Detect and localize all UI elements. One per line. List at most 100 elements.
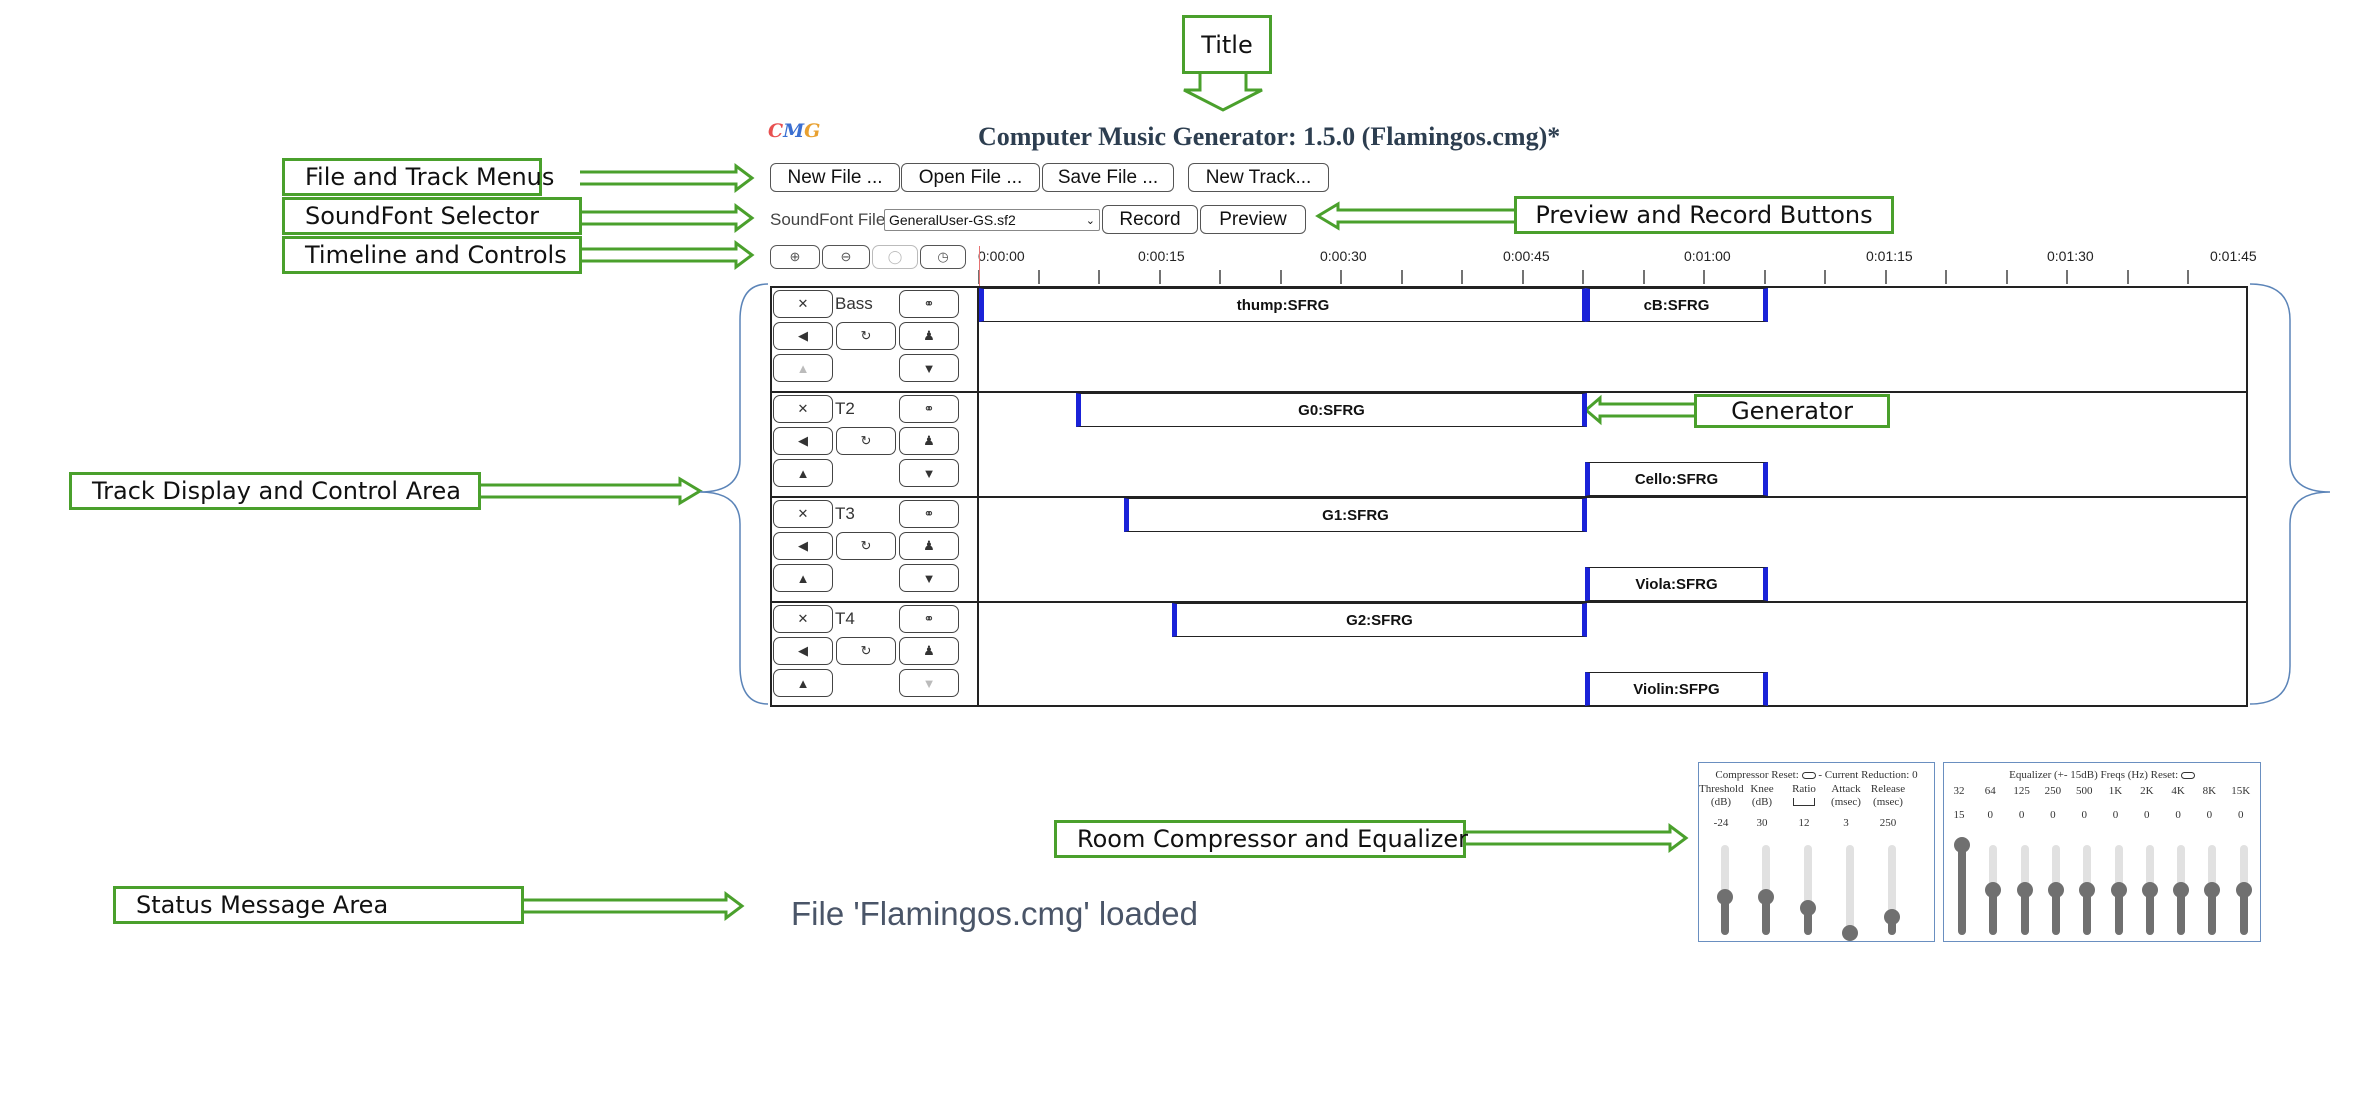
compressor-slider[interactable]	[1884, 845, 1900, 935]
equalizer-slider[interactable]	[1954, 837, 1970, 935]
soundfont-select[interactable]: GeneralUser-GS.sf2 ⌄	[884, 209, 1100, 231]
move-up-button[interactable]: ▲	[773, 459, 833, 487]
equalizer-slider[interactable]	[2204, 845, 2221, 935]
track-name[interactable]: T4	[835, 609, 855, 628]
track-name[interactable]: T2	[835, 399, 855, 418]
save-file-button[interactable]: Save File ...	[1042, 163, 1174, 192]
generator-block[interactable]: G1:SFRG	[1124, 498, 1587, 532]
tick-label: 0:00:00	[978, 248, 1025, 264]
solo-track-button[interactable]: ♟	[899, 532, 959, 560]
compressor-reset-button[interactable]	[1801, 771, 1816, 779]
clock-icon: ◷	[937, 249, 949, 264]
track-name[interactable]: T3	[835, 504, 855, 523]
link-track-button[interactable]: ⚭	[899, 500, 959, 528]
generator-block[interactable]: G0:SFRG	[1076, 393, 1587, 427]
compressor-param-label: Ratio	[1782, 783, 1826, 810]
generator-block[interactable]: Cello:SFRG	[1585, 462, 1768, 496]
compressor-slider[interactable]	[1842, 845, 1858, 941]
equalizer-band-value: 0	[2206, 809, 2213, 821]
loop-track-button[interactable]: ↻	[836, 322, 896, 350]
equalizer-slider[interactable]	[2173, 845, 2190, 935]
equalizer-slider[interactable]	[2047, 845, 2064, 935]
slider-knob[interactable]	[2235, 882, 2252, 898]
move-down-button[interactable]: ▼	[899, 459, 959, 487]
move-down-button[interactable]: ▼	[899, 669, 959, 697]
play-track-button[interactable]: ◀	[773, 532, 833, 560]
generator-block[interactable]: cB:SFRG	[1585, 288, 1768, 322]
zoom-out-button[interactable]: ⊖	[822, 245, 870, 269]
slider-knob[interactable]	[2016, 882, 2033, 898]
status-message: File 'Flamingos.cmg' loaded	[791, 895, 1198, 932]
close-icon: ✕	[797, 401, 809, 416]
callout-file-track-menus: File and Track Menus	[282, 158, 554, 196]
slider-fill	[1804, 908, 1812, 935]
new-file-button[interactable]: New File ...	[770, 163, 900, 192]
equalizer-freq-label: 8K	[2202, 785, 2217, 797]
equalizer-band-value: 0	[2175, 809, 2181, 821]
slider-knob[interactable]	[2173, 882, 2190, 898]
equalizer-slider[interactable]	[2016, 845, 2033, 935]
slider-knob[interactable]	[2079, 882, 2096, 898]
slider-knob[interactable]	[2204, 882, 2221, 898]
link-track-button[interactable]: ⚭	[899, 605, 959, 633]
record-button[interactable]: Record	[1102, 205, 1198, 234]
preview-button[interactable]: Preview	[1200, 205, 1306, 234]
compressor-slider[interactable]	[1800, 845, 1816, 935]
link-track-button[interactable]: ⚭	[899, 395, 959, 423]
track-name[interactable]: Bass	[835, 294, 873, 313]
playhead[interactable]	[979, 246, 980, 286]
link-track-button[interactable]: ⚭	[899, 290, 959, 318]
play-track-button[interactable]: ◀	[773, 322, 833, 350]
move-up-button[interactable]: ▲	[773, 564, 833, 592]
new-track-button[interactable]: New Track...	[1188, 163, 1329, 192]
loop-track-button[interactable]: ↻	[836, 637, 896, 665]
play-track-button[interactable]: ◀	[773, 427, 833, 455]
zoom-reset-button[interactable]: ◯	[872, 245, 918, 269]
equalizer-slider[interactable]	[2079, 845, 2096, 935]
move-down-button[interactable]: ▼	[899, 564, 959, 592]
slider-knob[interactable]	[1717, 889, 1733, 905]
slider-knob[interactable]	[1985, 882, 2002, 898]
zoom-in-button[interactable]: ⊕	[770, 245, 820, 269]
delete-track-button[interactable]: ✕	[773, 395, 833, 423]
equalizer-slider[interactable]	[2235, 845, 2252, 935]
timeline-ruler[interactable]	[978, 270, 2248, 284]
zoom-fit-icon: ◯	[887, 249, 903, 264]
slider-knob[interactable]	[1758, 889, 1774, 905]
slider-knob[interactable]	[1954, 837, 1970, 853]
slider-knob[interactable]	[2141, 882, 2158, 898]
delete-track-button[interactable]: ✕	[773, 605, 833, 633]
move-down-button[interactable]: ▼	[899, 354, 959, 382]
timeline-options-button[interactable]: ◷	[920, 245, 966, 269]
delete-track-button[interactable]: ✕	[773, 290, 833, 318]
open-file-button[interactable]: Open File ...	[901, 163, 1040, 192]
generator-block[interactable]: Violin:SFPG	[1585, 672, 1768, 706]
slider-knob[interactable]	[1842, 925, 1858, 941]
slider-knob[interactable]	[1800, 900, 1816, 916]
slider-knob[interactable]	[1884, 909, 1900, 925]
move-up-button[interactable]: ▲	[773, 354, 833, 382]
loop-track-button[interactable]: ↻	[836, 427, 896, 455]
solo-track-button[interactable]: ♟	[899, 637, 959, 665]
slider-knob[interactable]	[2047, 882, 2064, 898]
compressor-slider[interactable]	[1717, 845, 1733, 935]
person-icon: ♟	[923, 328, 935, 343]
equalizer-slider[interactable]	[2110, 845, 2127, 935]
solo-track-button[interactable]: ♟	[899, 427, 959, 455]
generator-block[interactable]: Viola:SFRG	[1585, 567, 1768, 601]
play-left-icon: ◀	[798, 538, 808, 553]
move-up-button[interactable]: ▲	[773, 669, 833, 697]
compressor-slider[interactable]	[1758, 845, 1774, 935]
play-track-button[interactable]: ◀	[773, 637, 833, 665]
generator-block[interactable]: thump:SFRG	[979, 288, 1587, 322]
equalizer-slider[interactable]	[2141, 845, 2158, 935]
generator-block[interactable]: G2:SFRG	[1172, 603, 1587, 637]
equalizer-freq-label: 500	[2075, 785, 2093, 797]
equalizer-reset-button[interactable]	[2180, 771, 2195, 779]
close-icon: ✕	[797, 296, 809, 311]
loop-track-button[interactable]: ↻	[836, 532, 896, 560]
equalizer-slider[interactable]	[1985, 845, 2002, 935]
delete-track-button[interactable]: ✕	[773, 500, 833, 528]
solo-track-button[interactable]: ♟	[899, 322, 959, 350]
slider-knob[interactable]	[2110, 882, 2127, 898]
